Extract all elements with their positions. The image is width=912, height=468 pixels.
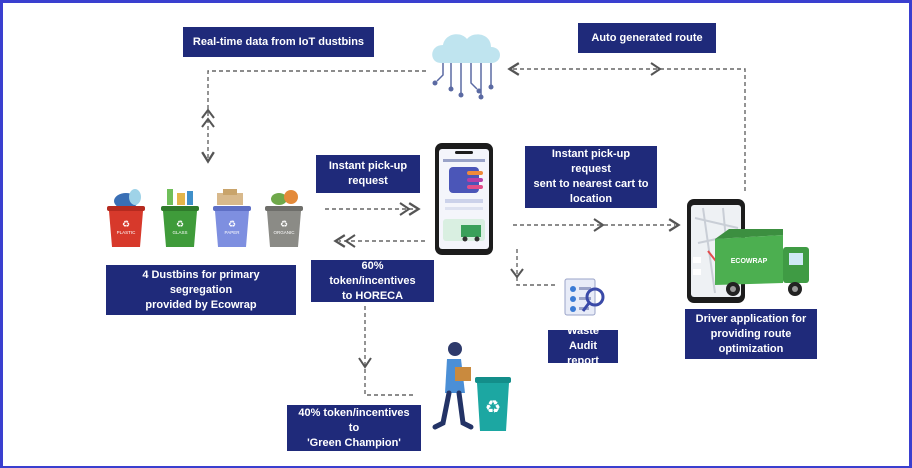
svg-text:PAPER: PAPER [225, 230, 241, 235]
audit-report-icon [564, 278, 605, 316]
label-realtime-data: Real-time data from IoT dustbins [183, 27, 374, 57]
chevron-left-icon [344, 234, 356, 248]
svg-text:ORGANIC: ORGANIC [273, 230, 295, 235]
chevron-up-icon [201, 117, 215, 128]
diagram-art: PLASTIC ♻ GLASS ♻ PAPER ♻ ORGANIC ♻ [107, 34, 809, 431]
chevron-right-icon [593, 218, 605, 232]
dustbin-plastic: PLASTIC ♻ [107, 189, 145, 247]
label-pickup-request: Instant pick-up request [316, 155, 420, 193]
chevron-right-icon [399, 202, 411, 216]
recycle-bin-icon: ♻ [475, 377, 511, 431]
flow-connectors [201, 62, 746, 396]
chevron-up-icon [201, 108, 215, 119]
svg-text:ECOWRAP: ECOWRAP [731, 258, 768, 265]
horeca-to-champion-arrow [364, 306, 413, 396]
svg-text:♻: ♻ [122, 219, 130, 229]
label-horeca: 60% token/incentives to HORECA [311, 260, 434, 302]
dustbin-organic: ORGANIC ♻ [265, 190, 303, 247]
svg-text:♻: ♻ [176, 219, 184, 229]
iot-cloud-icon [432, 34, 500, 100]
chevron-down-icon [358, 357, 372, 369]
label-green-champion: 40% token/incentives to 'Green Champion' [287, 405, 421, 451]
label-driver-app: Driver application for providing route o… [685, 309, 817, 359]
label-waste-audit: Waste Audit report [548, 325, 618, 367]
dustbin-paper: PAPER ♻ [213, 189, 251, 247]
garbage-truck-icon: ECOWRAP [715, 229, 809, 296]
svg-text:♻: ♻ [485, 397, 501, 417]
bins-to-cloud-arrow [201, 70, 428, 164]
svg-text:GLASS: GLASS [172, 230, 187, 235]
svg-text:♻: ♻ [280, 219, 288, 229]
chevron-right-icon [650, 62, 662, 76]
label-auto-route: Auto generated route [578, 23, 716, 53]
svg-text:♻: ♻ [228, 219, 236, 229]
cloud-to-truck-arrow [507, 62, 746, 193]
label-pickup-nearest-cart: Instant pick-up request sent to nearest … [525, 146, 657, 208]
dustbin-glass: GLASS ♻ [161, 189, 199, 247]
label-dustbins: 4 Dustbins for primary segregation provi… [106, 265, 296, 315]
person-recycling-icon [432, 342, 474, 430]
chevrons [201, 62, 662, 369]
phone-to-audit-arrow [516, 249, 555, 286]
smartphone-icon [435, 143, 493, 255]
svg-text:PLASTIC: PLASTIC [117, 230, 137, 235]
chevron-down-icon [510, 268, 524, 279]
